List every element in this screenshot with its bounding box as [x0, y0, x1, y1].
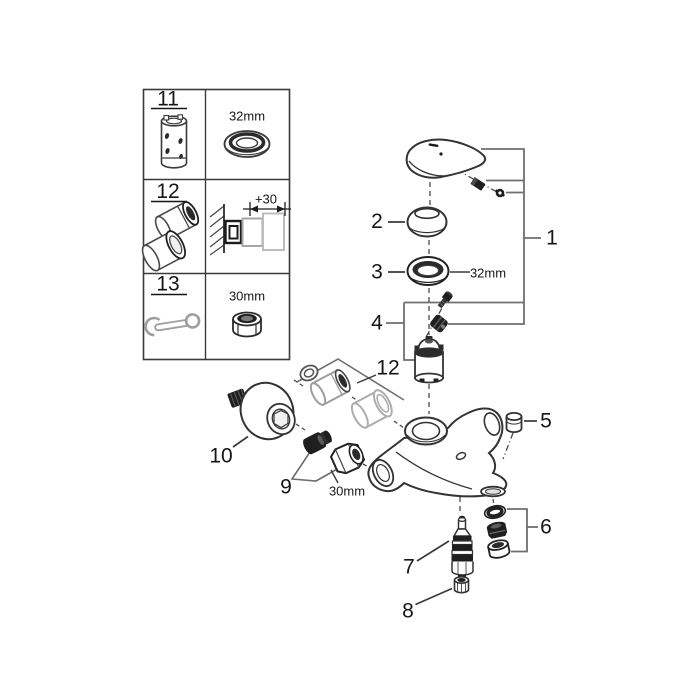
dim-arrow-right-icon — [277, 205, 285, 213]
handle-indicator-slot — [428, 143, 439, 147]
check-valve — [303, 430, 332, 455]
cover-sleeve-threaded — [309, 368, 351, 406]
body-right-port — [483, 412, 501, 436]
ring-32-icon — [223, 130, 271, 158]
cover-sleeve-group — [299, 364, 393, 429]
ring-nut-32 — [406, 256, 450, 286]
diverter — [451, 515, 474, 578]
escutcheon-pair-icon — [141, 201, 200, 272]
wrench-icon — [144, 313, 201, 337]
dim-arrow-left-icon — [250, 205, 258, 213]
cartridge-tool-icon — [160, 114, 188, 169]
body-screw-port — [455, 451, 467, 461]
callout-9-bracket — [290, 451, 340, 482]
plus30-dimension — [243, 202, 291, 216]
wall-mount-icon — [209, 202, 291, 256]
nut-30-icon — [232, 311, 262, 338]
aerator-set — [483, 504, 511, 559]
o-ring — [483, 504, 507, 520]
callout-labels: 1 2 3 4 5 6 7 8 9 10 12 32mm 30mm — [209, 210, 558, 623]
callout-10: 10 — [209, 445, 232, 468]
leader-lines — [232, 221, 537, 606]
faucet-body — [367, 407, 508, 498]
dim-30mm-label: 30mm — [329, 484, 365, 499]
cartridge-screw — [437, 291, 453, 309]
callout-8: 8 — [402, 600, 414, 623]
parts-table: 11 32mm 12 — [141, 88, 291, 361]
callout-6-bracket — [507, 508, 528, 553]
handle-adapter — [430, 314, 448, 333]
handle-set-screw — [470, 177, 486, 191]
table-size-32mm: 32mm — [229, 109, 265, 124]
aerator-sleeve — [487, 539, 511, 559]
callout-1-bracket — [448, 148, 525, 325]
table-ref-13: 13 — [156, 273, 179, 296]
escutcheon-cap — [406, 206, 448, 238]
aerator-insert — [453, 575, 470, 594]
callout-5: 5 — [540, 410, 552, 433]
body-left-inlet — [371, 458, 395, 488]
callout-9: 9 — [280, 476, 292, 499]
callout-4: 4 — [371, 312, 383, 335]
union-hex-socket — [273, 409, 289, 429]
dim-32mm-label: 32mm — [470, 266, 506, 281]
callout-2: 2 — [371, 210, 383, 233]
cartridge — [414, 336, 444, 384]
flow-restrictor — [486, 521, 508, 539]
s-union — [227, 381, 296, 441]
table-size-30mm: 30mm — [229, 289, 265, 304]
handle-screw-cap — [495, 188, 505, 198]
table-dim-plus30: +30 — [255, 192, 277, 207]
body-collar — [404, 416, 448, 446]
plug-part5 — [505, 411, 523, 433]
callout-7: 7 — [403, 556, 415, 579]
inlet-group — [303, 430, 366, 475]
callout-6: 6 — [540, 516, 552, 539]
callout-brackets — [290, 148, 541, 553]
table-ref-11: 11 — [157, 88, 179, 111]
union-nut-30 — [330, 442, 366, 475]
callout-1: 1 — [546, 227, 558, 250]
callout-12: 12 — [376, 357, 399, 380]
washer — [299, 364, 319, 382]
lever-handle — [405, 138, 487, 179]
cover-sleeve-plain — [350, 389, 393, 429]
table-ref-12: 12 — [156, 180, 179, 203]
callout-3: 3 — [371, 261, 383, 284]
callout-4-bracket — [386, 302, 416, 361]
